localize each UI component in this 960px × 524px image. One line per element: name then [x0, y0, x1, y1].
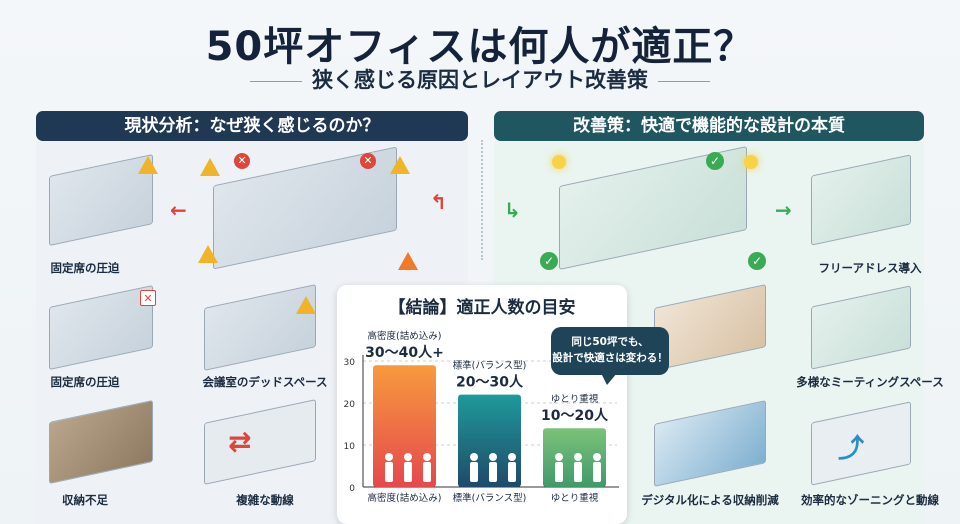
person-icon	[574, 462, 582, 482]
subtitle-text: 狭く感じる原因とレイアウト改善策	[312, 68, 648, 92]
storage-illustration	[36, 398, 166, 486]
free-address-illustration	[798, 150, 923, 250]
person-icon	[404, 453, 412, 461]
warning-icon	[200, 158, 220, 176]
person-icon	[555, 453, 563, 461]
left-item-label: 固定席の圧迫	[50, 375, 120, 389]
zigzag-arrow-icon: ⇄	[228, 425, 252, 458]
check-icon: ✓	[706, 152, 724, 170]
chart-panel: 【結論】適正人数の目安 0 10 20 30 30〜40人+ 高密度(詰め込み) 高密度(詰…	[337, 285, 627, 524]
bar-category-label: 高密度(詰め込み)	[368, 330, 442, 342]
person-icon	[508, 453, 516, 461]
person-icon	[385, 453, 393, 461]
error-icon: ✕	[234, 153, 250, 169]
y-tick-label: 10	[344, 442, 356, 452]
person-icon	[385, 462, 393, 482]
right-item-label: 多様なミーティングスペース	[796, 375, 944, 389]
x-tick-label: ゆとり重視	[551, 492, 599, 504]
warning-icon	[198, 245, 218, 263]
meeting-spaces-illustration	[798, 282, 923, 372]
chart-title: 【結論】適正人数の目安	[388, 298, 576, 318]
arrow-left-icon: ←	[170, 198, 187, 222]
bar-chart: 010203030〜40人+高密度(詰め込み)高密度(詰め込み)20〜30人標準…	[344, 330, 619, 504]
person-icon	[470, 462, 478, 482]
y-tick-label: 30	[344, 358, 356, 368]
person-icon	[574, 453, 582, 461]
right-section-header: 改善策：快適で機能的な設計の本質	[494, 111, 924, 141]
digital-storage-illustration	[640, 398, 780, 488]
person-icon	[593, 462, 601, 482]
crowded-office-illustration	[190, 146, 420, 270]
error-icon: ✕	[140, 290, 156, 306]
divider	[481, 140, 483, 260]
arrow-right-icon: ↳	[504, 198, 521, 222]
person-icon	[508, 462, 516, 482]
bar-category-label: ゆとり重視	[551, 393, 599, 405]
bar-value-label: 20〜30人	[456, 374, 524, 391]
right-item-label: デジタル化による収納削減	[641, 493, 779, 507]
subtitle: 狭く感じる原因とレイアウト改善策	[0, 64, 960, 94]
person-icon	[489, 453, 497, 461]
person-icon	[423, 462, 431, 482]
bar-value-label: 10〜20人	[541, 407, 609, 424]
left-item-label: 固定席の圧迫	[50, 261, 120, 275]
check-icon: ✓	[540, 252, 558, 270]
person-icon	[593, 453, 601, 461]
error-icon: ✕	[360, 153, 376, 169]
left-item-label: 収納不足	[62, 493, 108, 507]
bar-value-label: 30〜40人+	[365, 344, 444, 361]
person-icon	[404, 462, 412, 482]
callout-line-2: 設計で快適さは変わる！	[552, 352, 668, 364]
left-item-label: 複雑な動線	[236, 493, 294, 507]
left-section-header: 現状分析：なぜ狭く感じるのか？	[36, 111, 468, 141]
lightbulb-icon	[552, 155, 566, 169]
traffic-cone-icon	[398, 252, 418, 270]
improved-office-illustration	[535, 146, 770, 270]
arrow-icon: ↰	[430, 190, 447, 214]
x-tick-label: 標準(バランス型)	[453, 492, 527, 504]
lightbulb-icon	[744, 155, 758, 169]
flow-arrow-icon: ⤴	[838, 434, 865, 464]
right-item-label: 効率的なゾーニングと動線	[801, 493, 939, 507]
left-item-label: 会議室のデッドスペース	[202, 375, 328, 389]
callout-line-1: 同じ50坪でも、	[571, 336, 649, 348]
callout-bubble: 同じ50坪でも、 設計で快適さは変わる！	[551, 327, 669, 385]
x-tick-label: 高密度(詰め込み)	[368, 492, 442, 504]
warning-icon	[138, 156, 158, 174]
bar-category-label: 標準(バランス型)	[453, 360, 527, 372]
warning-icon	[296, 296, 316, 314]
y-tick-label: 20	[344, 400, 356, 410]
y-tick-label: 0	[349, 484, 355, 494]
person-icon	[489, 462, 497, 482]
complex-flow-illustration	[190, 398, 330, 486]
warning-icon	[390, 156, 410, 174]
person-icon	[555, 462, 563, 482]
check-icon: ✓	[748, 252, 766, 270]
arrow-right-icon: →	[775, 198, 792, 222]
right-item-label: フリーアドレス導入	[818, 261, 922, 275]
person-icon	[470, 453, 478, 461]
person-icon	[423, 453, 431, 461]
page-title: 50坪オフィスは何人が適正？	[205, 24, 755, 70]
